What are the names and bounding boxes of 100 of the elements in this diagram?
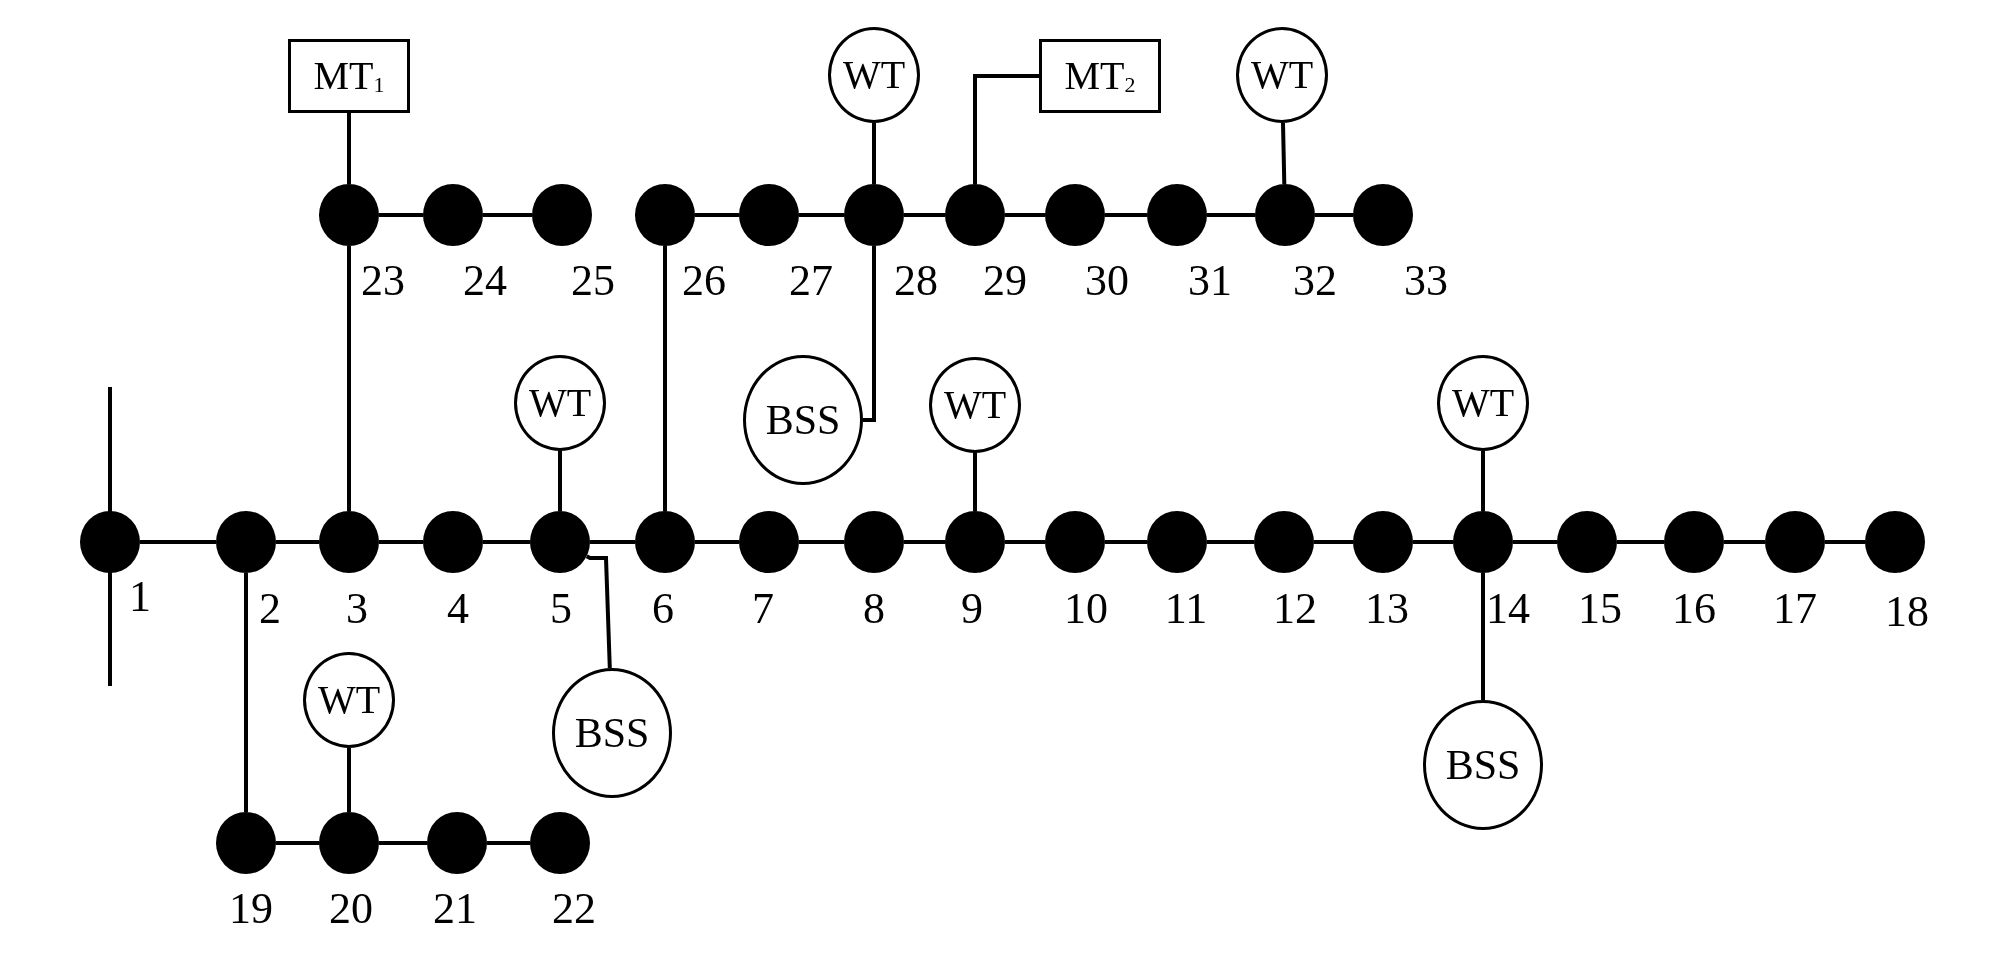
bus-number: 12 [1273, 587, 1317, 631]
line [695, 540, 739, 544]
bus-node [423, 511, 483, 573]
bus-node [1147, 184, 1207, 246]
bus-number: 28 [894, 259, 938, 303]
device-label: WT [1250, 55, 1314, 95]
bus-number: 32 [1293, 259, 1337, 303]
line [1005, 213, 1045, 217]
bus-node [1254, 511, 1314, 573]
line [1207, 540, 1254, 544]
bus-number: 22 [552, 887, 596, 931]
bus-number: 30 [1085, 259, 1129, 303]
device-label: BSS [765, 399, 841, 441]
line [695, 213, 739, 217]
line [1314, 540, 1353, 544]
device-label: BSS [1445, 744, 1521, 786]
bus-node [1664, 511, 1724, 573]
line [973, 74, 1039, 184]
bus-node [635, 184, 695, 246]
line [1481, 451, 1485, 511]
bus-node [945, 184, 1005, 246]
line [590, 540, 635, 544]
bus-number: 10 [1064, 587, 1108, 631]
device-label: WT [1451, 383, 1515, 423]
bus-number: 20 [329, 887, 373, 931]
bus-node [319, 511, 379, 573]
bus-number: 15 [1578, 587, 1622, 631]
bus-number: 18 [1885, 590, 1929, 634]
bus-node [1353, 184, 1413, 246]
bus-node [216, 511, 276, 573]
bus-number: 21 [433, 887, 477, 931]
line [1481, 573, 1485, 700]
line [1724, 540, 1765, 544]
line [140, 540, 216, 544]
device-label: WT [943, 385, 1007, 425]
line [1413, 540, 1453, 544]
bus-node [1147, 511, 1207, 573]
line [663, 246, 667, 511]
bus-node [844, 184, 904, 246]
bus-node [635, 511, 695, 573]
line [276, 540, 319, 544]
bus-number: 26 [682, 259, 726, 303]
bus-number: 19 [229, 887, 273, 931]
line [487, 841, 530, 845]
bus-number: 25 [571, 259, 615, 303]
line [1281, 122, 1287, 185]
bus-number: 9 [961, 587, 983, 631]
bus-number: 27 [789, 259, 833, 303]
line [347, 113, 351, 184]
bus-node [532, 184, 592, 246]
line [1105, 540, 1147, 544]
bus-node [423, 184, 483, 246]
line [973, 453, 977, 511]
bus-number: 17 [1773, 587, 1817, 631]
line [904, 213, 945, 217]
bus-number: 29 [983, 259, 1027, 303]
bus-node [844, 511, 904, 573]
line [799, 540, 844, 544]
line [1207, 213, 1255, 217]
line [872, 123, 876, 184]
bus-number: 4 [447, 587, 469, 631]
bus-node [739, 184, 799, 246]
line [863, 246, 876, 422]
line [1105, 213, 1147, 217]
bus-node [1557, 511, 1617, 573]
line [585, 554, 612, 669]
bus-number: 14 [1486, 587, 1530, 631]
bus-number: 3 [346, 587, 368, 631]
device-label: WT [317, 680, 381, 720]
generator-box [288, 39, 410, 113]
line [483, 213, 532, 217]
bus-number: 5 [550, 587, 572, 631]
device-label: BSS [574, 712, 650, 754]
line [1315, 213, 1353, 217]
bus-node [319, 812, 379, 874]
bus-node [1453, 511, 1513, 573]
bus-node [1255, 184, 1315, 246]
line [1825, 540, 1865, 544]
bus-node [1353, 511, 1413, 573]
line [483, 540, 530, 544]
line [347, 748, 351, 812]
bus-node [1045, 184, 1105, 246]
bus-node [739, 511, 799, 573]
line [347, 246, 351, 511]
bus-node [427, 812, 487, 874]
bus-node [1765, 511, 1825, 573]
bus-node [1865, 511, 1925, 573]
bus-number: 31 [1188, 259, 1232, 303]
bus-node [945, 511, 1005, 573]
bus-number: 33 [1404, 259, 1448, 303]
line [379, 213, 423, 217]
device-label: MT$_{1}$ [313, 55, 385, 97]
bus-number: 23 [361, 259, 405, 303]
line [904, 540, 945, 544]
bus-number: 24 [463, 259, 507, 303]
device-label: WT [842, 55, 906, 95]
bus-number: 11 [1164, 587, 1208, 631]
bus-node [530, 511, 590, 573]
bus-node [1045, 511, 1105, 573]
line [558, 451, 562, 511]
